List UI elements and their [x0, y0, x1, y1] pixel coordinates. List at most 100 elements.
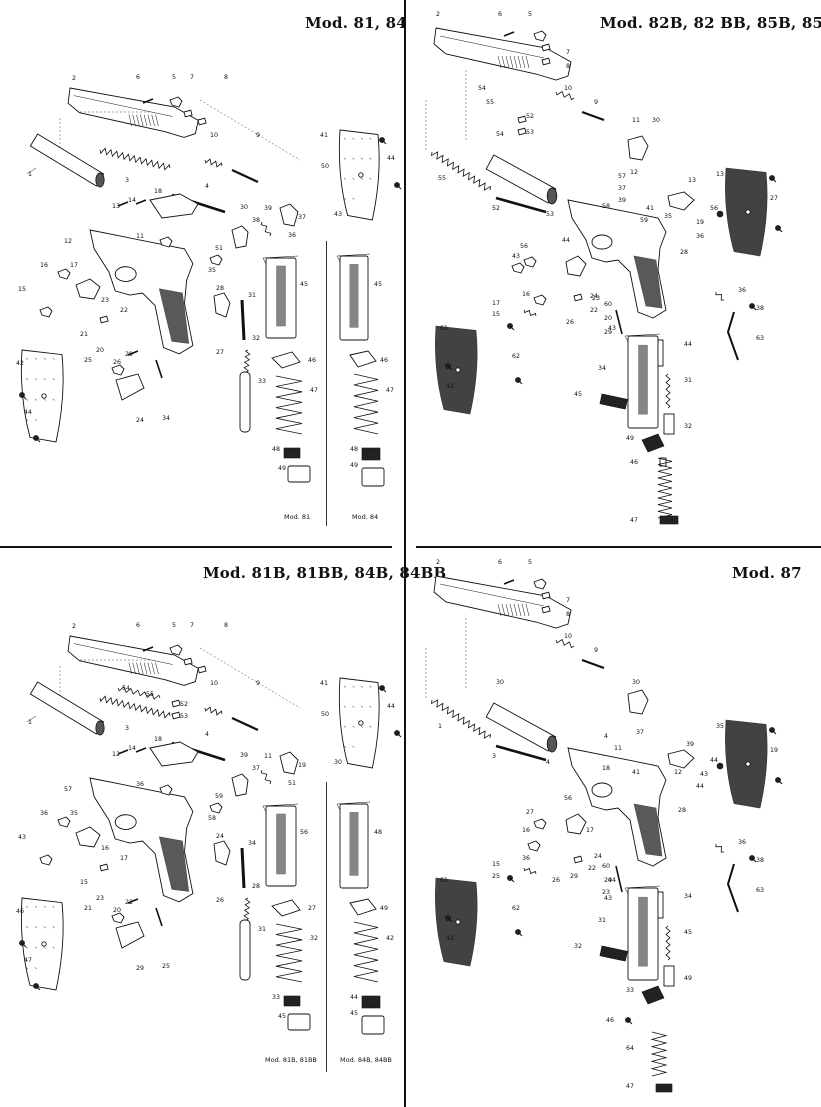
- screw-shank: [447, 365, 453, 371]
- part-callout: 43: [512, 253, 520, 260]
- small-part: [171, 711, 181, 720]
- part-callout: 44: [608, 877, 616, 884]
- part-callout: 1: [28, 719, 32, 726]
- lever: [111, 912, 125, 924]
- pin: [117, 749, 129, 755]
- part-callout: 39: [240, 752, 248, 759]
- part-callout: 20: [96, 347, 104, 354]
- lever: [523, 256, 537, 268]
- firing-pin-spring: [555, 638, 575, 649]
- part-callout: 16: [101, 845, 109, 852]
- part-callout: 5: [528, 11, 532, 18]
- lever: [169, 96, 183, 108]
- part-callout: 49: [626, 435, 634, 442]
- floorplate: [599, 393, 628, 410]
- grip-screw-hole: [745, 761, 751, 767]
- magazine-floorplate: [287, 1013, 311, 1031]
- recoil-spring: [431, 699, 491, 739]
- part-callout: 36: [136, 781, 144, 788]
- part-callout: 52: [492, 205, 500, 212]
- small-part: [541, 591, 551, 600]
- small-spring: [260, 221, 272, 237]
- part-callout: 44: [710, 757, 718, 764]
- part-callout: 29: [570, 873, 578, 880]
- barrel-muzzle: [546, 187, 558, 205]
- part-callout: 56: [564, 795, 572, 802]
- part-callout: 8: [566, 611, 570, 618]
- part-callout: 22: [120, 307, 128, 314]
- part-callout: 49: [684, 975, 692, 982]
- trigger: [75, 826, 101, 848]
- panel-title: Mod. 82B, 82 BB, 85B, 85BB: [600, 14, 821, 32]
- magazine-box-divider-bottom: [326, 782, 327, 1072]
- part-callout: 46: [380, 357, 388, 364]
- pin: [615, 865, 623, 893]
- magazine-spring: [650, 1031, 668, 1077]
- magazine-spring-alt: [353, 921, 379, 983]
- part-callout: 36: [738, 287, 746, 294]
- recoil-spring-guide: [495, 196, 547, 214]
- trigger-bar: [115, 373, 145, 401]
- part-callout: 29: [604, 329, 612, 336]
- small-part: [573, 855, 583, 864]
- small-part: [171, 699, 181, 708]
- slide-stop: [240, 299, 246, 341]
- part-callout: 28: [678, 807, 686, 814]
- part-callout: 34: [162, 415, 170, 422]
- screw-shank: [396, 184, 402, 190]
- part-callout: 62: [512, 905, 520, 912]
- part-callout: 44: [387, 703, 395, 710]
- assembly-lines: [425, 618, 467, 698]
- part-callout: 5: [172, 622, 176, 629]
- leader-line: [26, 167, 37, 175]
- slide-stop: [240, 847, 246, 889]
- panel-sublabel-right: Mod. 84B, 84BB: [340, 1056, 392, 1064]
- magazine-spring-alt: [353, 373, 379, 435]
- slide-serrations: [497, 603, 530, 617]
- pin: [503, 31, 515, 37]
- part-callout: 50: [321, 711, 329, 718]
- magazine-spring-side: [665, 373, 671, 409]
- hammer-strut: [149, 193, 199, 219]
- part-callout: 22: [590, 307, 598, 314]
- magazine-floorplate-insert: [283, 447, 301, 459]
- part-callout: 47: [310, 387, 318, 394]
- part-callout: 17: [492, 300, 500, 307]
- part-callout: 64: [626, 1045, 634, 1052]
- part-callout: 4: [604, 733, 608, 740]
- recoil-spring: [99, 695, 171, 719]
- lever: [209, 254, 223, 266]
- part-callout: 57: [618, 173, 626, 180]
- extractor-spring: [117, 686, 161, 700]
- part-callout: 38: [756, 857, 764, 864]
- part-callout: 7: [190, 74, 194, 81]
- grip-insert: [158, 836, 190, 892]
- grip-screw-hole: [358, 172, 364, 178]
- part-callout: 13: [112, 203, 120, 210]
- part-callout: 2: [436, 559, 440, 566]
- part-callout: 35: [716, 723, 724, 730]
- part-callout: 35: [208, 267, 216, 274]
- trigger-spring: [523, 309, 537, 317]
- magazine-spring: [275, 375, 303, 435]
- lever: [533, 578, 547, 590]
- screw-shank: [381, 139, 387, 145]
- part-callout: 44: [387, 155, 395, 162]
- part-callout: 58: [208, 815, 216, 822]
- part-callout: 47: [24, 957, 32, 964]
- floorplate-insert-alt: [361, 447, 381, 461]
- part-callout: 4: [546, 759, 550, 766]
- lever: [57, 816, 71, 828]
- part-callout: 59: [640, 217, 648, 224]
- part-callout: 54: [478, 85, 486, 92]
- part-callout: 2: [72, 623, 76, 630]
- part-callout: 49: [350, 462, 358, 469]
- grip-bushing: [716, 762, 724, 770]
- magazine-lips: [262, 803, 299, 813]
- magazine-lips: [262, 255, 299, 265]
- lever: [111, 364, 125, 376]
- block-part: [213, 292, 231, 318]
